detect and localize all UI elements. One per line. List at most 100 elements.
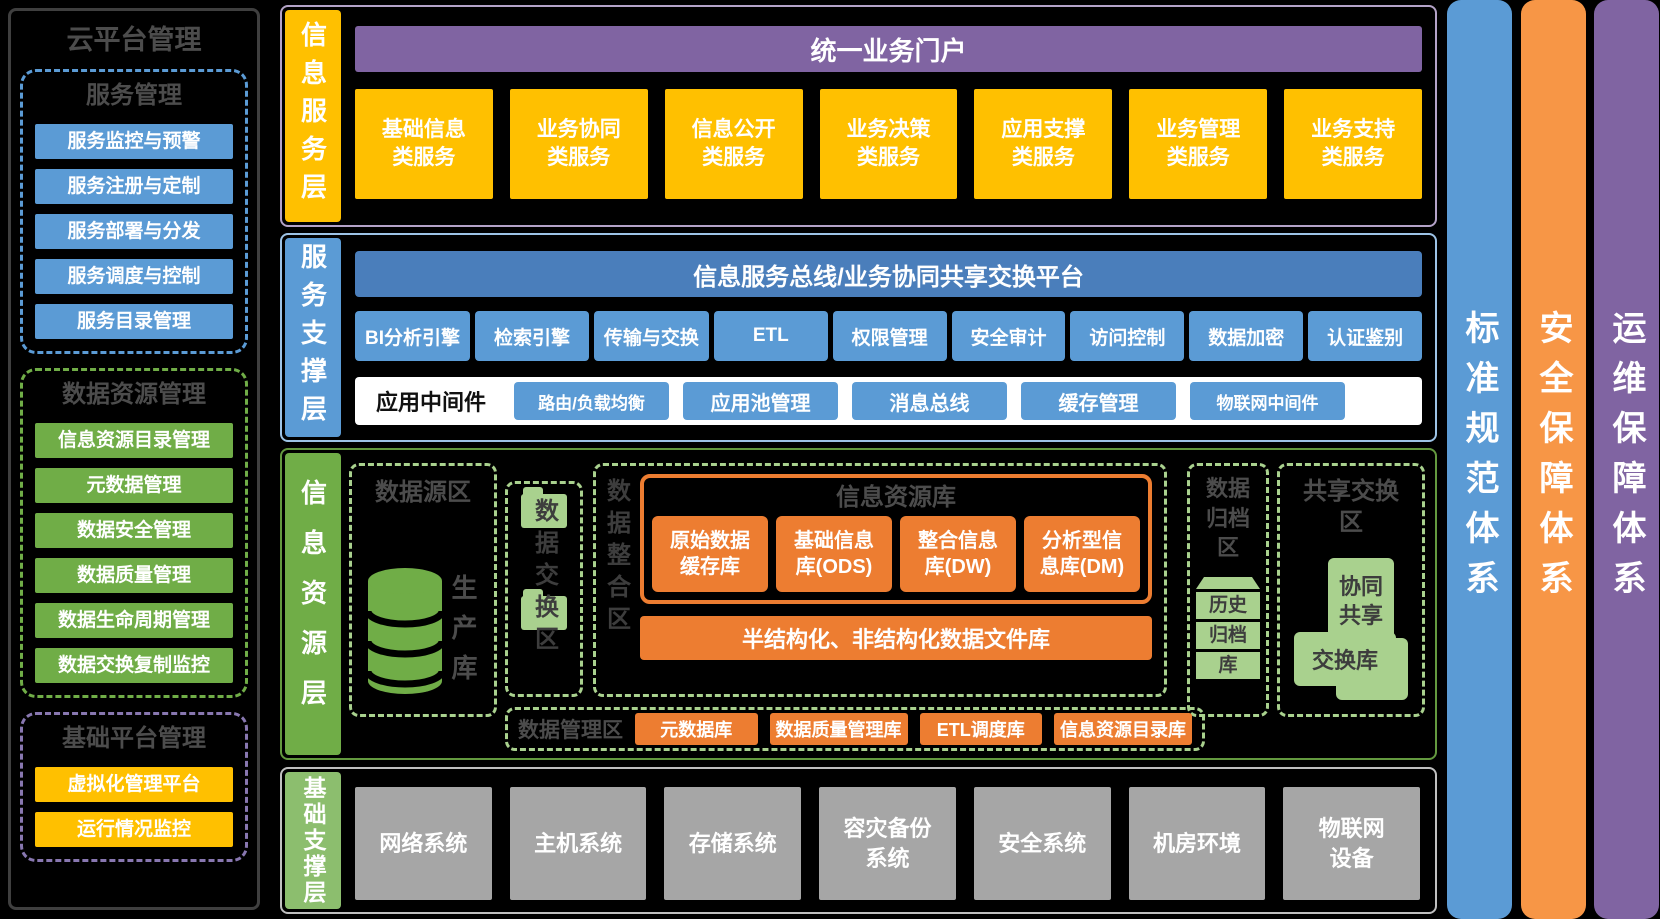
information-repository-box: 信息资源库 原始数据 缓存库基础信息 库(ODS)整合信息 库(DW)分析型信 …: [640, 474, 1152, 604]
engine-box: 传输与交换: [593, 311, 709, 361]
zone-title: 数据管理区: [518, 719, 623, 742]
layer-label: 信息资源层: [285, 453, 341, 755]
database-cylinder-icon: [362, 565, 448, 702]
basic-platform-items: 虚拟化管理平台运行情况监控: [30, 767, 238, 847]
folder-icon: [521, 589, 567, 630]
pillar-operations: 运维保障体系: [1594, 0, 1659, 919]
data-source-zone: 数据源区 生产库: [349, 463, 497, 717]
service-box: 信息公开 类服务: [664, 89, 803, 199]
sidebar-item: 运行情况监控: [35, 812, 233, 847]
middleware-box: 消息总线: [852, 382, 1007, 420]
service-management-items: 服务监控与预警服务注册与定制服务部署与分发服务调度与控制服务目录管理: [30, 124, 238, 339]
collab-share-box: 协同 共享: [1328, 558, 1394, 646]
layer-label-text: 信息服务层: [297, 21, 328, 211]
cloud-platform-title: 云平台管理: [66, 25, 202, 55]
archive-cabinet-icon: 历史归档库: [1196, 577, 1260, 680]
middleware-box: 应用池管理: [683, 382, 838, 420]
middleware-row: 应用中间件 路由/负载均衡应用池管理消息总线缓存管理物联网中间件: [355, 377, 1422, 425]
zone-title: 共享交换 区: [1303, 478, 1399, 537]
management-repo-box: 信息资源目录库: [1054, 713, 1192, 745]
repository-box: 整合信息 库(DW): [900, 516, 1016, 592]
cabinet-drawer: 归档: [1196, 622, 1260, 650]
layer-information-service: 信息服务层 统一业务门户 基础信息 类服务业务协同 类服务信息公开 类服务业务决…: [280, 5, 1437, 227]
engine-box: BI分析引擎: [355, 311, 471, 361]
middleware-box: 物联网中间件: [1190, 382, 1345, 420]
repository-box: 分析型信 息库(DM): [1024, 516, 1140, 592]
cabinet-drawer: 历史: [1196, 592, 1260, 620]
layer-label-text: 基础支撑层: [300, 775, 326, 906]
pillar-standards: 标准规范体系: [1447, 0, 1512, 919]
service-bus-bar: 信息服务总线/业务协同共享交换平台: [355, 251, 1422, 297]
zone-title: 数据整合区: [602, 478, 630, 638]
sidebar-item: 元数据管理: [35, 468, 233, 503]
engine-box: 认证鉴别: [1308, 311, 1423, 361]
data-integration-zone: 数据整合区 信息资源库 原始数据 缓存库基础信息 库(ODS)整合信息 库(DW…: [593, 463, 1167, 697]
pillar-label: 安全保障体系: [1534, 309, 1572, 610]
engine-box: 访问控制: [1070, 311, 1185, 361]
engine-box: 检索引擎: [475, 311, 589, 361]
layer-information-resource: 信息资源层 数据源区 生产库: [280, 448, 1437, 760]
infra-box: 物联网 设备: [1283, 787, 1421, 900]
layer-label: 信息服务层: [285, 10, 341, 222]
repository-title: 信息资源库: [836, 484, 956, 511]
folder-icon: [521, 487, 567, 528]
zone-title: 数据源区: [375, 479, 471, 506]
infra-box: 容灾备份 系统: [819, 787, 956, 900]
sidebar-item: 服务调度与控制: [35, 259, 233, 294]
service-box: 应用支撑 类服务: [974, 89, 1113, 199]
group-title: 服务管理: [86, 82, 182, 109]
layer-label: 基础支撑层: [285, 772, 341, 909]
sidebar-item: 数据安全管理: [35, 513, 233, 548]
zone-title: 数据 归档 区: [1205, 476, 1250, 561]
unstructured-file-repo-bar: 半结构化、非结构化数据文件库: [640, 616, 1152, 660]
basic-platform-management-group: 基础平台管理 虚拟化管理平台运行情况监控: [20, 712, 248, 862]
service-box: 业务管理 类服务: [1129, 89, 1268, 199]
sidebar-item: 服务部署与分发: [35, 214, 233, 249]
sidebar-item: 数据生命周期管理: [35, 603, 233, 638]
management-repo-box: ETL调度库: [919, 713, 1042, 745]
pillar-label: 运维保障体系: [1607, 309, 1645, 610]
sidebar-item: 服务注册与定制: [35, 169, 233, 204]
data-resource-items: 信息资源目录管理元数据管理数据安全管理数据质量管理数据生命周期管理数据交换复制监…: [30, 423, 238, 683]
engine-box: ETL: [713, 311, 828, 361]
infra-box: 安全系统: [973, 787, 1111, 900]
cloud-platform-panel: 云平台管理 服务管理 服务监控与预警服务注册与定制服务部署与分发服务调度与控制服…: [8, 8, 260, 910]
middleware-box: 缓存管理: [1021, 382, 1176, 420]
data-archive-zone: 数据 归档 区 历史归档库: [1187, 463, 1269, 717]
service-box: 基础信息 类服务: [355, 89, 493, 199]
engine-box: 数据加密: [1189, 311, 1304, 361]
unified-portal-bar: 统一业务门户: [355, 26, 1422, 72]
layer-basic-support: 基础支撑层 网络系统主机系统存储系统容灾备份 系统安全系统机房环境物联网 设备: [280, 767, 1437, 914]
zone-title: 数据交换区: [530, 498, 558, 658]
infra-box: 机房环境: [1128, 787, 1266, 900]
cabinet-drawer: 库: [1196, 652, 1260, 680]
group-title: 数据资源管理: [62, 381, 206, 408]
data-exchange-zone: 数据交换区: [505, 481, 583, 697]
service-box: 业务协同 类服务: [509, 89, 648, 199]
service-box: 业务决策 类服务: [819, 89, 958, 199]
infra-box: 主机系统: [509, 787, 647, 900]
production-db-label: 生产库: [448, 574, 478, 694]
share-exchange-zone: 共享交换 区 协同 共享 交换库: [1277, 463, 1425, 717]
repository-row: 原始数据 缓存库基础信息 库(ODS)整合信息 库(DW)分析型信 息库(DM): [644, 516, 1148, 600]
sidebar-item: 信息资源目录管理: [35, 423, 233, 458]
data-resource-management-group: 数据资源管理 信息资源目录管理元数据管理数据安全管理数据质量管理数据生命周期管理…: [20, 368, 248, 698]
sidebar-item: 服务目录管理: [35, 304, 233, 339]
layer-label-text: 服务支撑层: [297, 242, 328, 433]
sidebar-item: 服务监控与预警: [35, 124, 233, 159]
group-title: 基础平台管理: [62, 725, 206, 752]
infra-box: 存储系统: [664, 787, 802, 900]
cabinet-drawers: 历史归档库: [1196, 592, 1260, 680]
pillar-security: 安全保障体系: [1521, 0, 1586, 919]
infra-boxes-row: 网络系统主机系统存储系统容灾备份 系统安全系统机房环境物联网 设备: [355, 787, 1421, 900]
repository-box: 基础信息 库(ODS): [776, 516, 892, 592]
service-box: 业务支持 类服务: [1284, 89, 1423, 199]
pillar-label: 标准规范体系: [1460, 309, 1498, 610]
middleware-box: 路由/负载均衡: [514, 382, 669, 420]
exchange-db-box: 交换库: [1294, 632, 1396, 686]
layer-label: 服务支撑层: [285, 238, 341, 437]
management-repo-box: 数据质量管理库: [769, 713, 908, 745]
